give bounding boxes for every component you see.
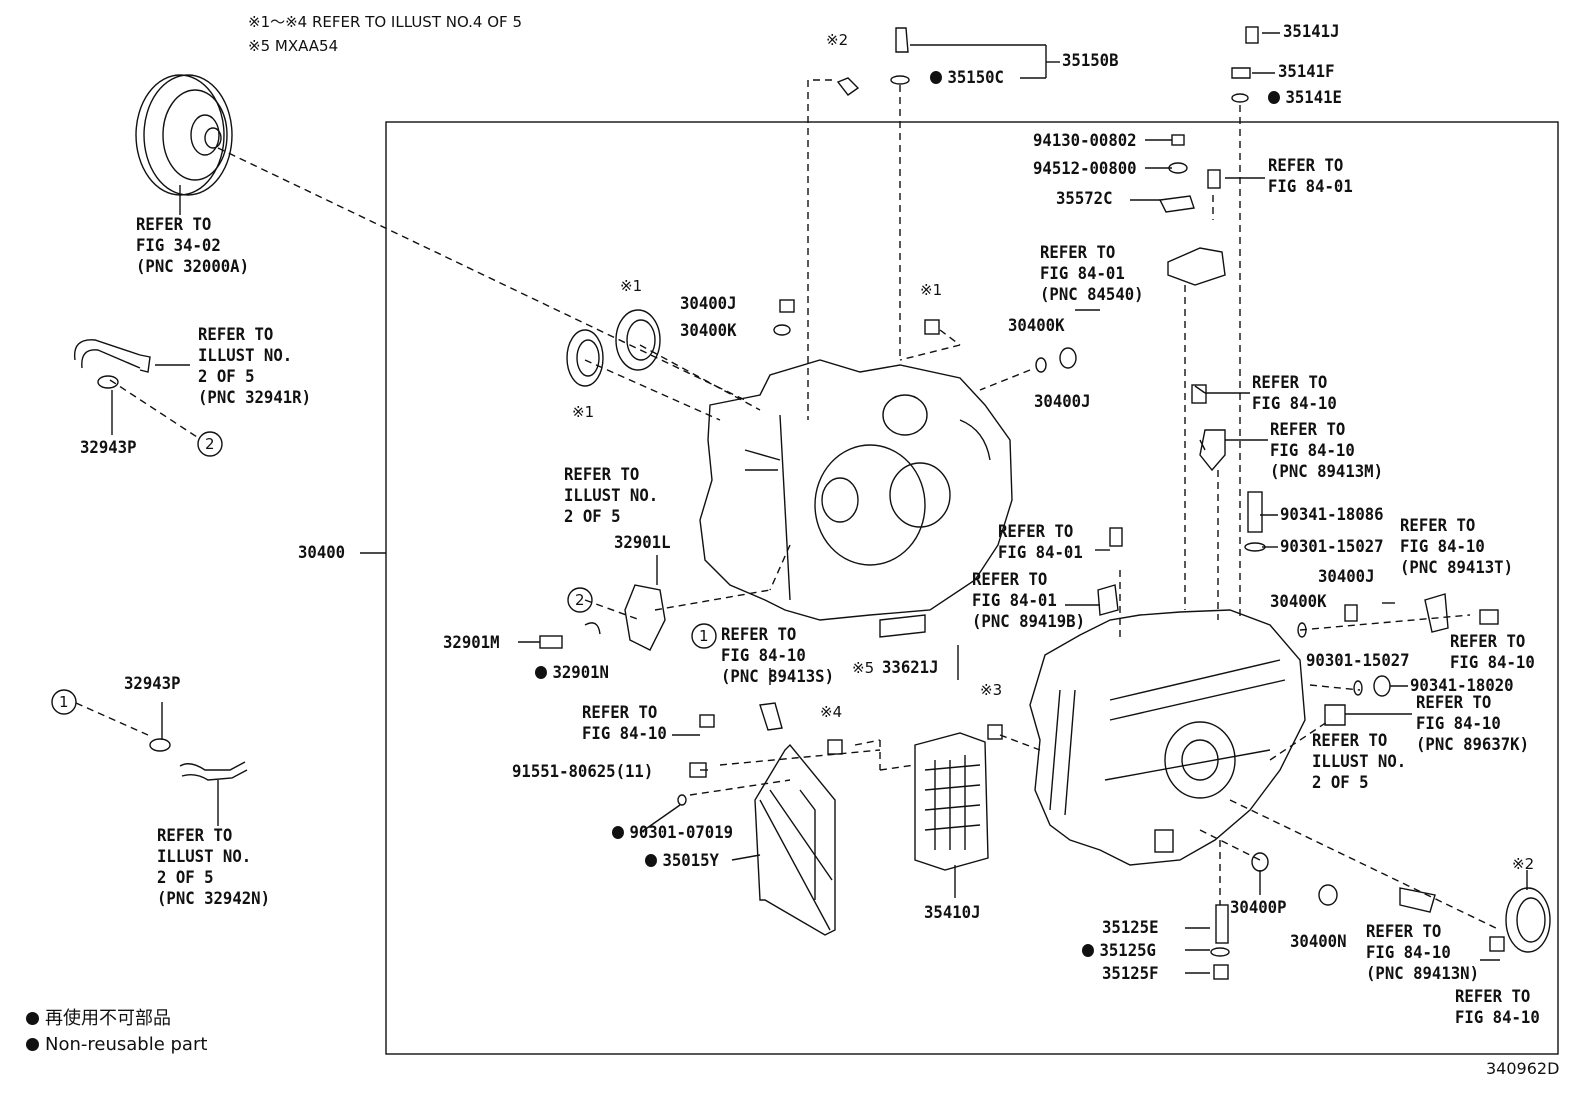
mark-1-seal: ※1 (620, 277, 643, 295)
mark-4: ※4 (820, 703, 843, 721)
assembly-frame (385, 121, 1559, 1055)
part-35150c: 35150C (930, 68, 1004, 89)
legend-japanese: 再使用不可部品 (26, 1006, 171, 1032)
hose-top-drawing (73, 339, 151, 389)
part-30400p: 30400P (1230, 898, 1287, 918)
ref-89419b-label: REFER TO FIG 84-01 (PNC 89419B) (972, 570, 1086, 632)
part-94130: 94130-00802 (1033, 131, 1137, 151)
part-30400n: 30400N (1290, 932, 1347, 952)
hose-bottom-ref-label: REFER TO ILLUST NO. 2 OF 5 (PNC 32942N) (157, 826, 271, 909)
part-32901l: 32901L (614, 533, 671, 553)
part-35125e: 35125E (1102, 918, 1159, 938)
circle-2-a: 2 (205, 435, 215, 453)
front-case-ref-label: REFER TO ILLUST NO. 2 OF 5 (564, 465, 659, 527)
ref-84-10-right-a: REFER TO FIG 84-10 (1252, 373, 1337, 414)
part-32901n: 32901N (535, 663, 609, 684)
part-35125f: 35125F (1102, 964, 1159, 984)
ref-84-01-mid: REFER TO FIG 84-01 (998, 522, 1083, 563)
part-94512: 94512-00800 (1033, 159, 1137, 179)
hose-top-ref-label: REFER TO ILLUST NO. 2 OF 5 (PNC 32941R) (198, 325, 312, 408)
part-35141j: 35141J (1283, 22, 1340, 42)
part-90301-07019: 90301-07019 (612, 823, 733, 844)
part-90301-15027-lower: 90301-15027 (1306, 651, 1410, 671)
part-30400k-mid: 30400K (1008, 316, 1065, 336)
circle-1-b: 1 (59, 693, 69, 711)
part-35125g: 35125G (1082, 941, 1156, 962)
ref-84-01-top: REFER TO FIG 84-01 (1268, 156, 1353, 197)
mark-1-bolt: ※1 (920, 281, 943, 299)
figure-id: 340962D (1486, 1059, 1560, 1078)
seals-drawing (566, 309, 1551, 953)
part-35015y: 35015Y (645, 851, 719, 872)
circle-markers (51, 431, 717, 715)
ref-89637k-label: REFER TO FIG 84-10 (PNC 89637K) (1416, 693, 1530, 755)
part-30400-assembly: 30400 (298, 543, 346, 563)
ref-89413t-label: REFER TO FIG 84-10 (PNC 89413T) (1400, 516, 1514, 578)
ref-84540-label: REFER TO FIG 84-01 (PNC 84540) (1040, 243, 1144, 305)
mark-2-seal: ※2 (1512, 855, 1535, 873)
valve-body-drawing (914, 732, 989, 871)
part-90341-18020: 90341-18020 (1410, 676, 1514, 696)
rear-case-ref-label: REFER TO ILLUST NO. 2 OF 5 (1312, 731, 1407, 793)
part-35150b: 35150B (1062, 51, 1119, 71)
part-32901m: 32901M (443, 633, 500, 653)
mark-2-top: ※2 (826, 31, 849, 49)
converter-ref-label: REFER TO FIG 34-02 (PNC 32000A) (136, 215, 250, 277)
ref-89413s-label: REFER TO FIG 84-10 (PNC 89413S) (721, 625, 835, 687)
control-unit-drawing (754, 743, 836, 936)
part-30400k-right: 30400K (1270, 592, 1327, 612)
part-30400j-upper: 30400J (680, 294, 737, 314)
part-33621j: 33621J (882, 658, 939, 678)
part-90341-18086: 90341-18086 (1280, 505, 1384, 525)
fasteners-drawing (539, 26, 1505, 980)
header-note-2: ※5 MXAA54 (248, 37, 339, 55)
hose-bottom-drawing (149, 738, 248, 781)
part-35141f: 35141F (1278, 62, 1335, 82)
solid-leaders (111, 32, 1528, 974)
mark-5: ※5 (852, 659, 875, 677)
ref-89413m-label: REFER TO FIG 84-10 (PNC 89413M) (1270, 420, 1384, 482)
header-note-1: ※1～※4 REFER TO ILLUST NO.4 OF 5 (248, 13, 522, 31)
part-30400k-upper: 30400K (680, 321, 737, 341)
front-case-drawing (699, 359, 1013, 621)
ref-84-10-bottom: REFER TO FIG 84-10 (1455, 987, 1540, 1028)
part-90301-15027-upper: 90301-15027 (1280, 537, 1384, 557)
mark-1-seal-lower: ※1 (572, 403, 595, 421)
part-35572c: 35572C (1056, 189, 1113, 209)
part-35141e: 35141E (1268, 88, 1342, 109)
circle-2-b: 2 (575, 591, 585, 609)
rear-case-drawing (1029, 609, 1306, 866)
circle-1-a: 1 (699, 627, 709, 645)
ref-89413n-label: REFER TO FIG 84-10 (PNC 89413N) (1366, 922, 1480, 984)
part-35410j: 35410J (924, 903, 981, 923)
ref-84-10-right-b: REFER TO FIG 84-10 (1450, 632, 1535, 673)
part-30400j-right: 30400J (1318, 567, 1375, 587)
legend-english: Non-reusable part (26, 1032, 207, 1058)
mark-3: ※3 (980, 681, 1003, 699)
torque-converter-drawing (135, 74, 233, 196)
part-32943p-lower: 32943P (124, 674, 181, 694)
ref-84-10-left: REFER TO FIG 84-10 (582, 703, 667, 744)
part-91551: 91551-80625(11) (512, 762, 654, 782)
part-30400j-mid: 30400J (1034, 392, 1091, 412)
part-32943p-upper: 32943P (80, 438, 137, 458)
dashed-leaders (75, 79, 1501, 931)
